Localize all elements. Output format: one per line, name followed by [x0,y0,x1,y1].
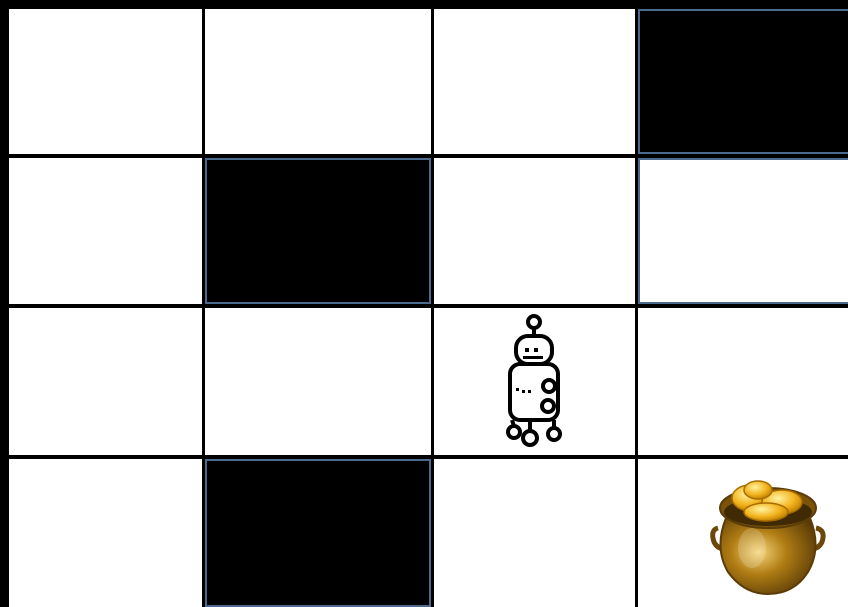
grid-cell-r2-c0 [9,308,202,455]
robot-icon [500,310,568,450]
grid-cell-r1-c3 [638,158,848,304]
pot-of-gold-icon [708,478,828,596]
wall-cell-r1-c1 [205,158,431,304]
wall-cell-r3-c1 [205,459,431,607]
grid-cell-r0-c2 [434,9,635,154]
grid-cell-r1-c2 [434,158,635,304]
grid-cell-r0-c0 [9,9,202,154]
grid-cell-r0-c1 [205,9,431,154]
grid-cell-r2-c1 [205,308,431,455]
grid-cell-r1-c0 [9,158,202,304]
grid-cell-r3-c2 [434,459,635,607]
grid-cell-r3-c0 [9,459,202,607]
wall-cell-r0-c3 [638,9,848,154]
grid-cell-r2-c3 [638,308,848,455]
